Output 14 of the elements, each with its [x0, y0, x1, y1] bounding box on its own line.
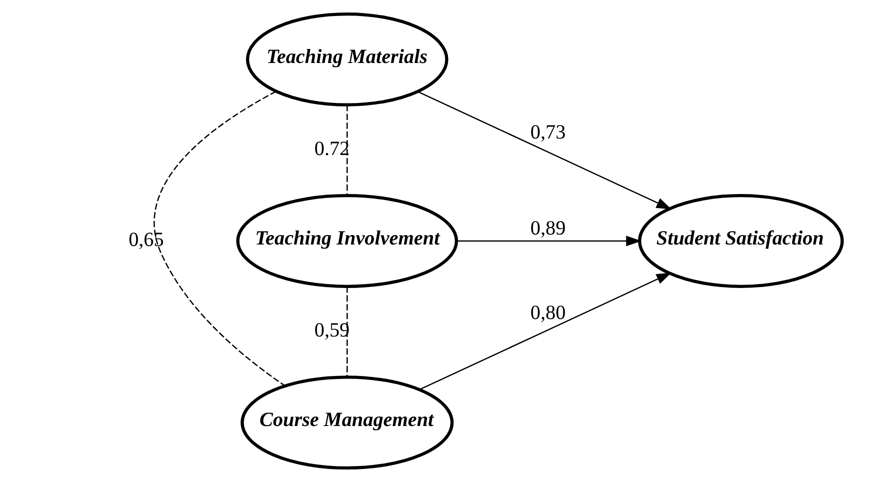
arrow — [417, 90, 672, 209]
edge-label: 0,65 — [128, 228, 164, 250]
node-ellipse: Course Management — [240, 375, 454, 470]
edge-label: 0,73 — [530, 121, 566, 144]
edge-label: 0,80 — [530, 301, 566, 324]
edge-label: 0,89 — [530, 216, 566, 239]
connector — [346, 286, 348, 376]
arrow — [418, 272, 672, 390]
node-ellipse: Student Satisfaction — [638, 194, 844, 288]
connector — [153, 90, 285, 386]
node-ellipse: Teaching Involvement — [236, 194, 458, 288]
arrow — [456, 235, 641, 246]
node-ellipse: Teaching Materials — [245, 12, 448, 106]
connector — [346, 104, 348, 195]
